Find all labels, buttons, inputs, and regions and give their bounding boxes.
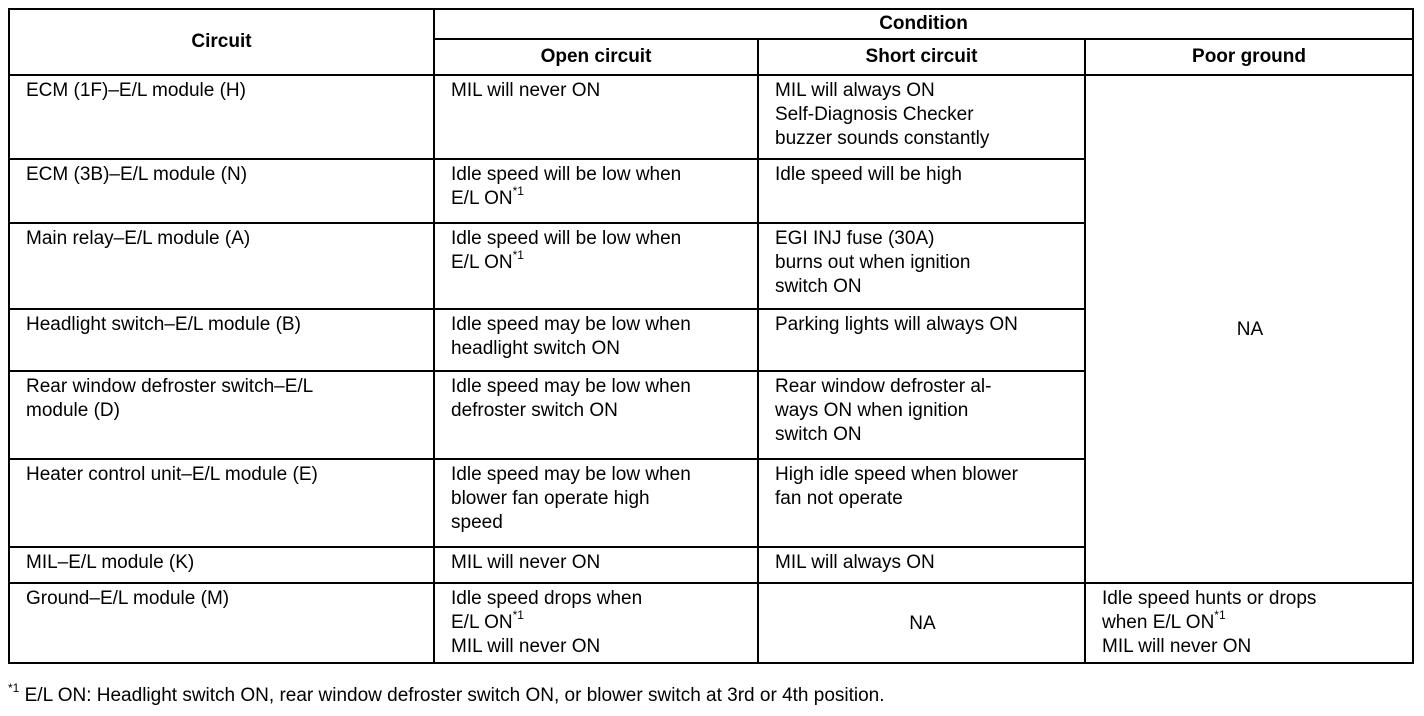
cell-line: Rear window defroster switch–E/L: [26, 376, 314, 397]
cell-line: MIL–E/L module (K): [26, 552, 195, 573]
short-circuit-cell: MIL will always ON: [757, 546, 1086, 584]
circuit-cell: Heater control unit–E/L module (E): [8, 458, 435, 548]
cell-line: Rear window defroster al-: [775, 376, 992, 397]
open-circuit-cell: Idle speed drops when E/L ON*1 MIL will …: [433, 582, 759, 664]
open-circuit-cell: Idle speed may be low when defroster swi…: [433, 370, 759, 460]
circuit-cell: Main relay–E/L module (A): [8, 222, 435, 310]
footnote: *1 E/L ON: Headlight switch ON, rear win…: [8, 680, 885, 708]
footnote-ref: *1: [512, 607, 524, 622]
table-row: Rear window defroster switch–E/L module …: [8, 370, 1413, 460]
open-circuit-cell: MIL will never ON: [433, 546, 759, 584]
header-condition: Condition: [432, 8, 1415, 40]
short-circuit-cell: Rear window defroster al- ways ON when i…: [757, 370, 1086, 460]
circuit-cell: Rear window defroster switch–E/L module …: [8, 370, 435, 460]
cell-line: Idle speed may be low when: [451, 464, 691, 485]
open-circuit-cell: Idle speed will be low when E/L ON*1: [433, 222, 759, 310]
table-row: MIL–E/L module (K) MIL will never ON MIL…: [8, 546, 1413, 584]
header-circuit: Circuit: [8, 8, 435, 76]
cell-line: High idle speed when blower: [775, 464, 1018, 485]
table-row: ECM (1F)–E/L module (H) MIL will never O…: [8, 74, 1415, 584]
short-circuit-cell: Parking lights will always ON: [757, 308, 1086, 372]
header-open-circuit: Open circuit: [433, 38, 759, 76]
cell-line: fan not operate: [775, 488, 903, 509]
footnote-ref: *1: [512, 247, 524, 262]
circuit-cell: Ground–E/L module (M): [8, 582, 435, 664]
cell-line: MIL will never ON: [451, 552, 601, 573]
open-circuit-cell: MIL will never ON: [433, 74, 759, 160]
circuit-cell: Headlight switch–E/L module (B): [8, 308, 435, 372]
condition-table-container: Circuit Condition Open circuit Short cir…: [8, 8, 1415, 664]
cell-line: Ground–E/L module (M): [26, 588, 230, 609]
table-row: Headlight switch–E/L module (B) Idle spe…: [8, 308, 1413, 372]
poor-ground-cell: Idle speed hunts or drops when E/L ON*1 …: [1083, 582, 1415, 664]
short-circuit-cell: Idle speed will be high: [757, 158, 1086, 224]
cell-line: Self-Diagnosis Checker: [775, 104, 974, 125]
cell-line: Idle speed will be high: [775, 164, 962, 185]
poor-ground-merged-cell: NA: [1083, 74, 1415, 584]
cell-line: burns out when ignition: [775, 252, 971, 273]
cell-line-with-footnote: when E/L ON*1: [1102, 607, 1398, 635]
cell-line: headlight switch ON: [451, 338, 620, 359]
cell-line: ECM (3B)–E/L module (N): [26, 164, 248, 185]
cell-line: Idle speed will be low when: [451, 164, 682, 185]
cell-text: E/L ON: [451, 612, 513, 633]
open-circuit-cell: Idle speed may be low when blower fan op…: [433, 458, 759, 548]
short-circuit-cell: NA: [757, 582, 1086, 664]
footnote-ref: *1: [512, 183, 524, 198]
cell-line-with-footnote: E/L ON*1: [451, 607, 743, 635]
cell-line: Parking lights will always ON: [775, 314, 1018, 335]
circuit-cell: ECM (3B)–E/L module (N): [8, 158, 435, 224]
table-row: Main relay–E/L module (A) Idle speed wil…: [8, 222, 1413, 310]
open-circuit-cell: Idle speed will be low when E/L ON*1: [433, 158, 759, 224]
cell-line: Idle speed will be low when: [451, 228, 682, 249]
footnote-text: E/L ON: Headlight switch ON, rear window…: [19, 685, 885, 706]
cell-line: defroster switch ON: [451, 400, 618, 421]
footnote-ref: *1: [1214, 607, 1226, 622]
cell-line: MIL will never ON: [451, 636, 601, 657]
cell-line: Idle speed drops when: [451, 588, 643, 609]
cell-text: E/L ON: [451, 188, 513, 209]
cell-line: Idle speed may be low when: [451, 314, 691, 335]
cell-line: Idle speed hunts or drops: [1102, 588, 1317, 609]
cell-line: Main relay–E/L module (A): [26, 228, 251, 249]
circuit-cell: ECM (1F)–E/L module (H): [8, 74, 435, 160]
circuit-cell: MIL–E/L module (K): [8, 546, 435, 584]
cell-line: blower fan operate high: [451, 488, 650, 509]
cell-line: MIL will never ON: [1102, 636, 1252, 657]
short-circuit-cell: High idle speed when blower fan not oper…: [757, 458, 1086, 548]
open-circuit-cell: Idle speed may be low when headlight swi…: [433, 308, 759, 372]
cell-line: EGI INJ fuse (30A): [775, 228, 935, 249]
cell-text: E/L ON: [451, 252, 513, 273]
cell-line: module (D): [26, 400, 120, 421]
cell-line: switch ON: [775, 276, 862, 297]
table-row: ECM (3B)–E/L module (N) Idle speed will …: [8, 158, 1413, 224]
header-poor-ground: Poor ground: [1083, 38, 1415, 76]
footnote-mark: *1: [8, 680, 20, 695]
table-row: Ground–E/L module (M) Idle speed drops w…: [8, 582, 1415, 664]
short-circuit-cell: EGI INJ fuse (30A) burns out when igniti…: [757, 222, 1086, 310]
cell-line: ways ON when ignition: [775, 400, 969, 421]
table-row: Heater control unit–E/L module (E) Idle …: [8, 458, 1413, 548]
cell-line: ECM (1F)–E/L module (H): [26, 80, 246, 101]
cell-line: Idle speed may be low when: [451, 376, 691, 397]
cell-line: speed: [451, 512, 503, 533]
short-circuit-cell: MIL will always ON Self-Diagnosis Checke…: [757, 74, 1086, 160]
cell-line-with-footnote: E/L ON*1: [451, 247, 743, 275]
cell-line: MIL will never ON: [451, 80, 601, 101]
cell-line: Heater control unit–E/L module (E): [26, 464, 318, 485]
cell-text: when E/L ON: [1102, 612, 1215, 633]
circuit-condition-table: Circuit Condition Open circuit Short cir…: [8, 8, 1415, 664]
cell-line: Headlight switch–E/L module (B): [26, 314, 301, 335]
cell-line: switch ON: [775, 424, 862, 445]
header-short-circuit: Short circuit: [757, 38, 1086, 76]
cell-line-with-footnote: E/L ON*1: [451, 183, 743, 211]
cell-line: buzzer sounds constantly: [775, 128, 990, 149]
cell-line: MIL will always ON: [775, 80, 935, 101]
cell-line: MIL will always ON: [775, 552, 935, 573]
